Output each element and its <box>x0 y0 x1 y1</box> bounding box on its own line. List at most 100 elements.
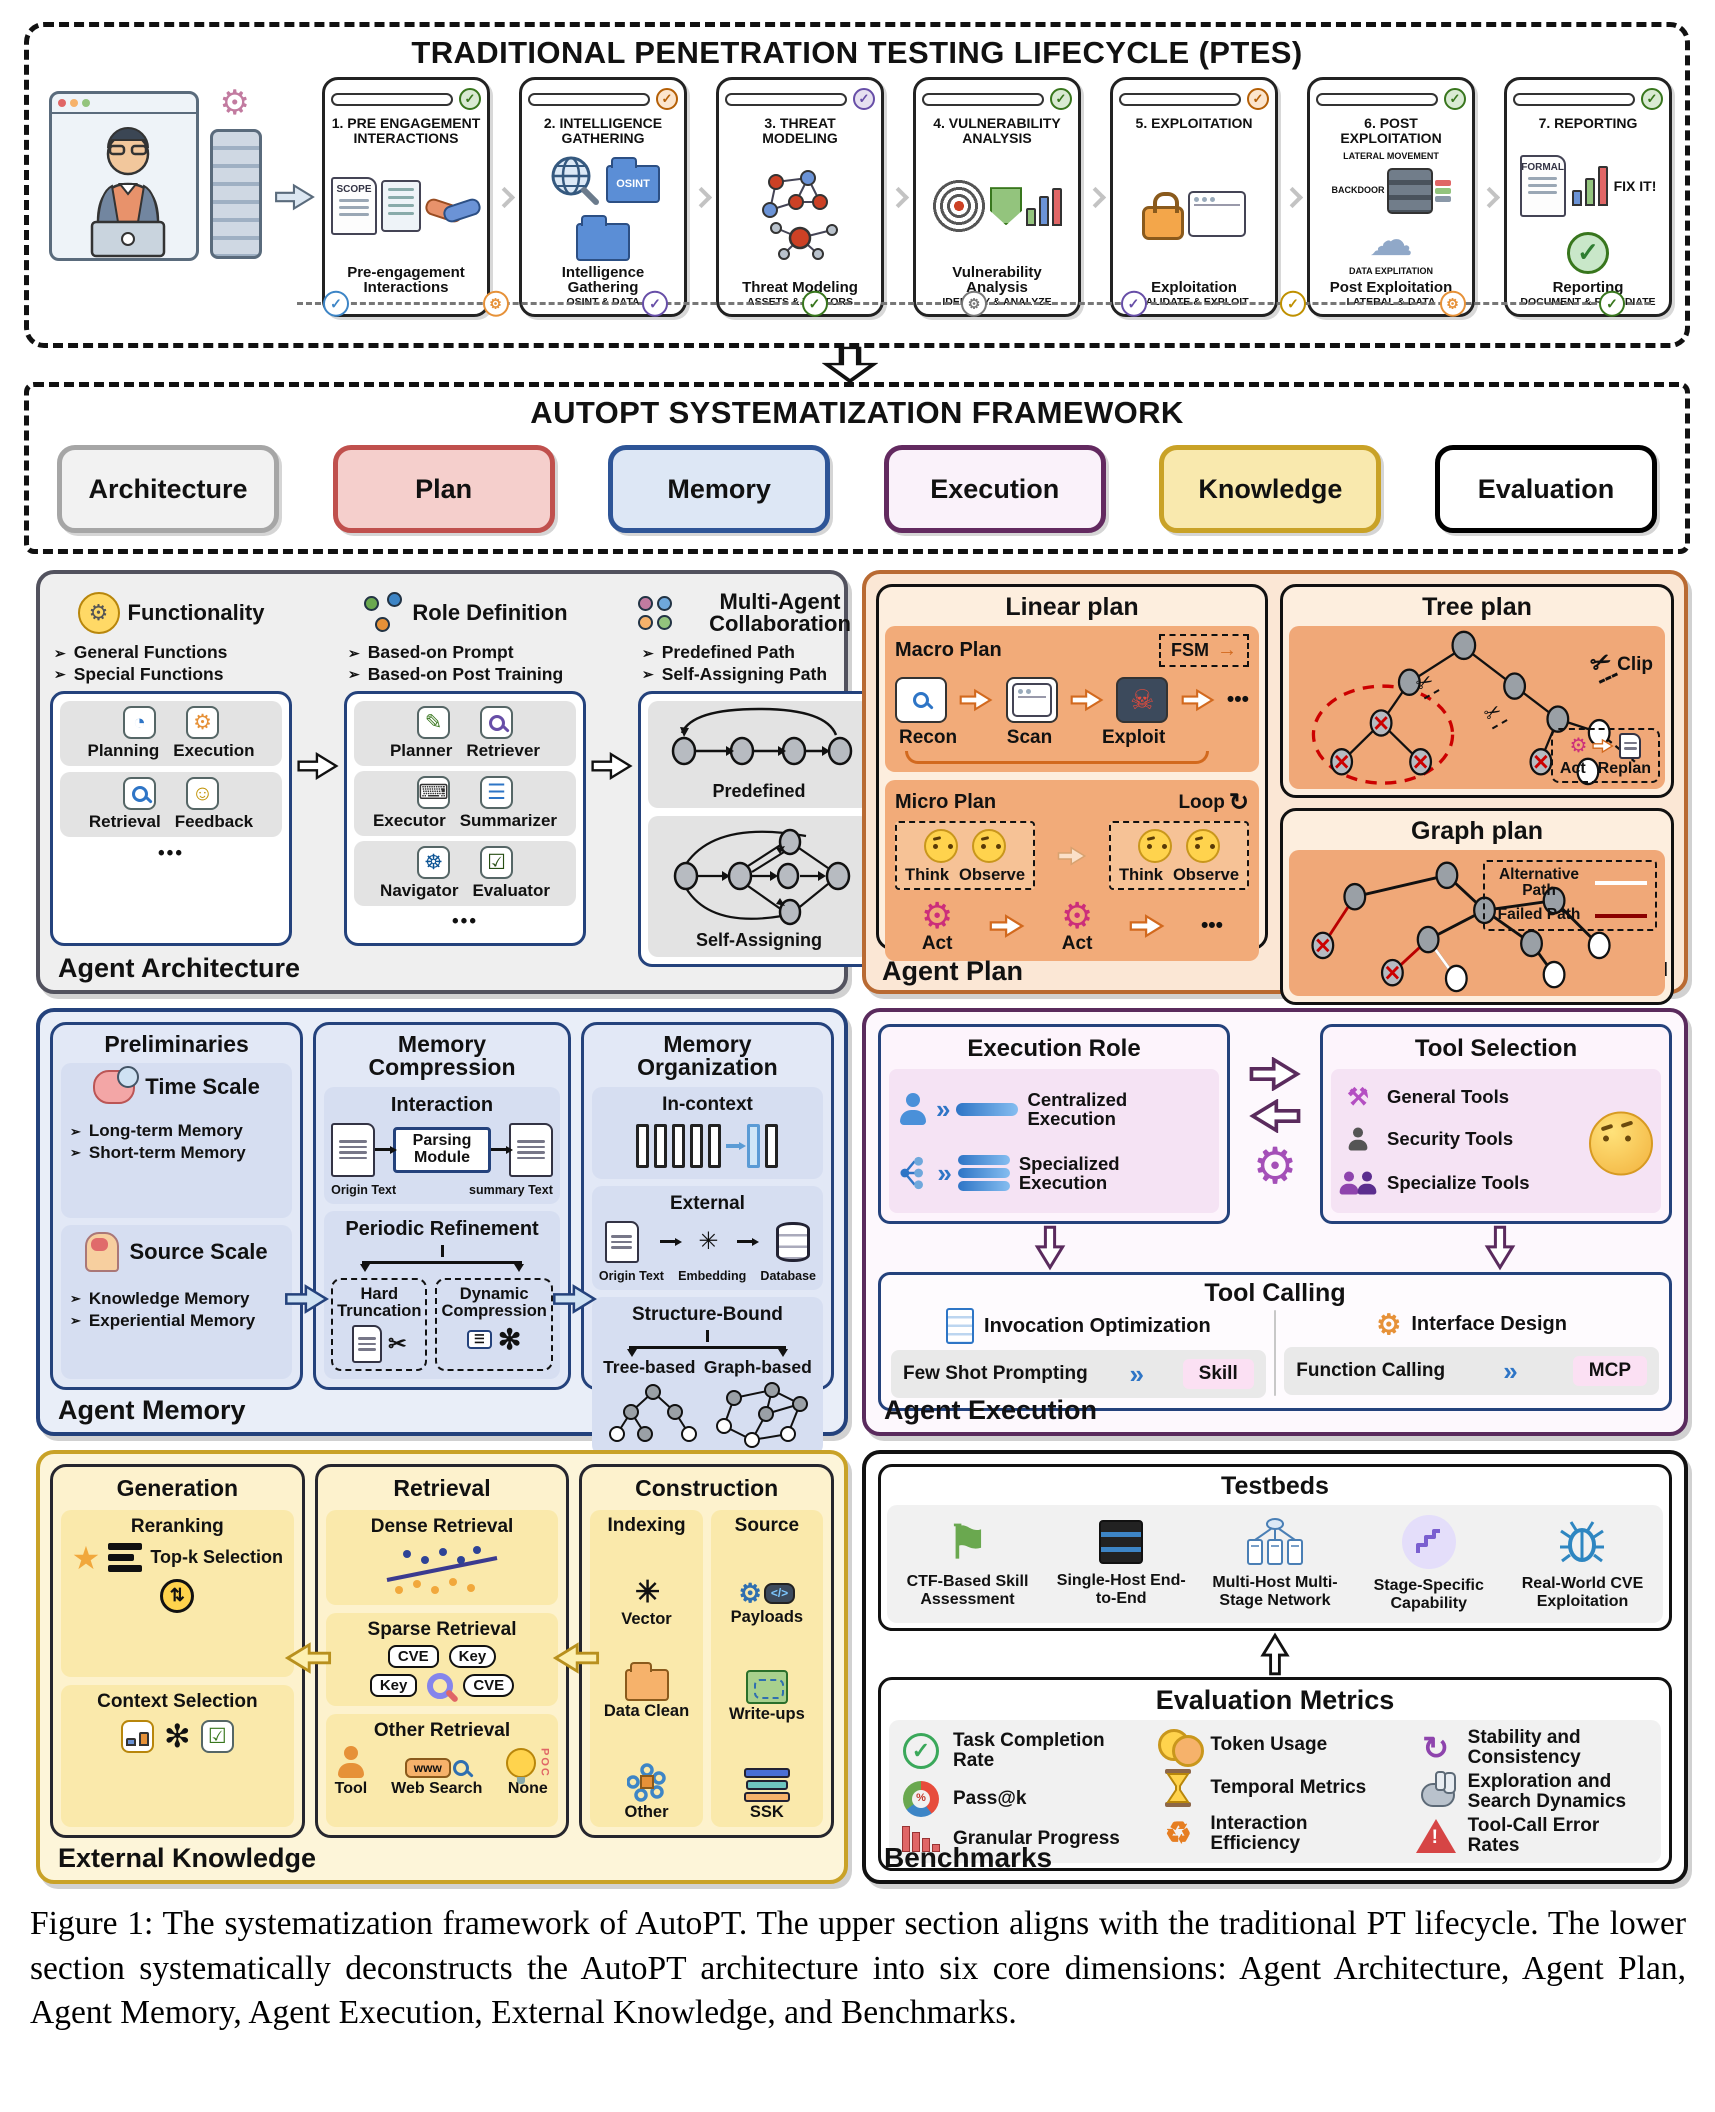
agent-memory-panel: Preliminaries Time Scale ➢Long-term Memo… <box>36 1008 848 1455</box>
multi-agent-column: Multi-Agent Collaboration ➢Predefined Pa… <box>638 586 880 967</box>
gear-icon: ⚙ <box>1439 290 1466 317</box>
key-chip: Key <box>448 1644 497 1668</box>
api-gear-icon: ⚙ <box>1376 1309 1402 1340</box>
cve-chip: CVE <box>387 1644 439 1668</box>
cve-bug-icon <box>1560 1521 1605 1563</box>
star-icon: ★ <box>71 1539 101 1576</box>
orange-arrow <box>1070 689 1103 711</box>
summarizer-icon: ☰ <box>480 776 513 809</box>
threat-graph-icon <box>762 170 838 261</box>
navigator-icon: ☸ <box>417 846 450 879</box>
down-arrow <box>1485 1225 1515 1270</box>
role-definition-column: Role Definition ➢Based-on Prompt ➢Based-… <box>344 586 586 946</box>
down-arrow <box>1035 1225 1065 1270</box>
context-bars <box>599 1120 816 1172</box>
brain-clock-icon <box>93 1066 140 1105</box>
panel-label: External Knowledge <box>58 1843 317 1873</box>
ptes-lifecycle-box: TRADITIONAL PENETRATION TESTING LIFECYCL… <box>24 22 1690 348</box>
functionality-column: ⚙Functionality ➢General Functions ➢Speci… <box>50 586 292 946</box>
graph-plan-box: Graph plan <box>1280 807 1674 1005</box>
memory-organization-column: Memory Organization In-context External … <box>580 1022 835 1455</box>
orange-arrow <box>989 914 1024 937</box>
self-assigning-graph: Self-Assigning <box>648 816 870 957</box>
framework-item-memory: Memory <box>608 445 831 533</box>
feedback-icon: ☺ <box>186 777 219 810</box>
framework-item-execution: Execution <box>883 445 1106 533</box>
person-at-laptop-icon <box>90 127 166 258</box>
yellow-left-arrow <box>286 1643 332 1673</box>
bullet-icon: ➢ <box>70 1290 81 1306</box>
multi-host-network-icon <box>1246 1518 1303 1565</box>
metrics-group-1: ✓Task Completion Rate %Pass@k Granular P… <box>899 1728 1136 1856</box>
pale-arrow <box>1057 846 1086 865</box>
chat-bubble-icon: ☰ <box>467 1330 492 1349</box>
stage-card-reporting: ✓ 7. REPORTING FORMAL FIX IT! ✓ Reportin… <box>1504 77 1672 317</box>
progress-bar <box>331 92 453 106</box>
replan-doc-icon <box>1619 732 1642 759</box>
failed-path-swatch <box>1595 913 1647 918</box>
context-selection-box: Context Selection ✻ ☑ <box>61 1685 294 1827</box>
scissors-icon: ✂ <box>388 1331 407 1357</box>
retrieval-icon <box>123 777 156 810</box>
think-face-icon <box>1137 829 1172 863</box>
blue-flow-arrow <box>285 1285 328 1313</box>
data-clean-icon <box>624 1662 669 1702</box>
stage-card-threat-modeling: ✓ 3. THREAT MODELING Threat Modelin <box>716 77 884 317</box>
window-titlebar <box>52 94 196 114</box>
bullet-icon: ➢ <box>348 644 360 661</box>
sparse-retrieval-box: Sparse Retrieval CVE Key Key CVE <box>325 1612 559 1706</box>
orange-arrow <box>1181 689 1214 711</box>
osint-folder-icon: OSINT <box>606 156 660 203</box>
books-icon <box>743 1767 790 1802</box>
checklist-icon: ☑ <box>200 1719 234 1753</box>
check-icon: ✓ <box>1444 88 1466 110</box>
left-arrow <box>1250 1099 1301 1133</box>
mcp-chip: MCP <box>1572 1356 1647 1386</box>
filter-chart-icon <box>120 1719 154 1753</box>
stage-card-intelligence-gathering: ✓ 2. INTELLIGENCE GATHERING OSINT Intell… <box>519 77 687 317</box>
framework-title: AUTOPT SYSTEMATIZATION FRAMEWORK <box>530 395 1184 430</box>
task-bar <box>956 1102 1019 1116</box>
report-chart-icon <box>1571 165 1608 206</box>
done-check-icon: ✓ <box>1567 231 1609 274</box>
www-bar-icon: www <box>404 1757 451 1778</box>
server-rack-icon <box>210 129 262 259</box>
open-lock-icon <box>1142 192 1184 241</box>
hourglass-icon <box>1165 1768 1192 1807</box>
dynamic-compression-box: Dynamic Compression ☰✻ <box>435 1277 553 1371</box>
server-icon <box>1386 168 1433 215</box>
structure-bound-box: Structure-Bound Tree-based Graph-based <box>591 1296 824 1455</box>
arrow-icon <box>490 1145 513 1154</box>
memory-compression-column: Memory Compression Interaction Parsing M… <box>313 1022 571 1390</box>
token-coins-icon <box>1158 1729 1205 1768</box>
external-knowledge-panel: Generation Reranking ★ Top-k Selection ⇅… <box>36 1450 848 1884</box>
check-icon: ✓ <box>1599 290 1625 317</box>
general-tools-icon: ⚒ <box>1347 1083 1369 1111</box>
return-arrow <box>905 751 1209 764</box>
gear-icon: ⚙ <box>738 1577 762 1608</box>
progress-bar <box>1316 92 1438 106</box>
tree-based-icon <box>609 1383 698 1442</box>
origin-text-icon <box>331 1122 376 1177</box>
stage-card-exploitation: ✓ 5. EXPLOITATION Exploitation VALIDATE … <box>1110 77 1278 317</box>
framework-item-architecture: Architecture <box>57 445 279 533</box>
handshake-icon <box>425 198 481 218</box>
chevrons-icon: » <box>936 1094 951 1124</box>
agent-execution-panel: Execution Role » Centralized Execution »… <box>862 1008 1688 1436</box>
framework-item-plan: Plan <box>332 445 555 533</box>
planner-icon: ✎ <box>417 706 450 739</box>
invocation-optimization-half: Invocation Optimization Few Shot Prompti… <box>891 1308 1266 1398</box>
check-icon: ✓ <box>853 88 875 110</box>
orange-arrow <box>959 689 992 711</box>
arrow-icon <box>659 1237 682 1246</box>
bullet-icon: ➢ <box>70 1123 81 1139</box>
agent-plan-panel: Linear plan Macro Plan FSM→ ☠ ••• Recon <box>862 570 1688 1005</box>
check-icon: ✓ <box>459 88 481 110</box>
origin-text-icon <box>604 1220 639 1263</box>
cloud-icon: ☁ <box>1369 215 1413 265</box>
bullet-icon: ➢ <box>70 1145 81 1161</box>
interface-design-half: ⚙Interface Design Function Calling » MCP <box>1284 1308 1659 1398</box>
